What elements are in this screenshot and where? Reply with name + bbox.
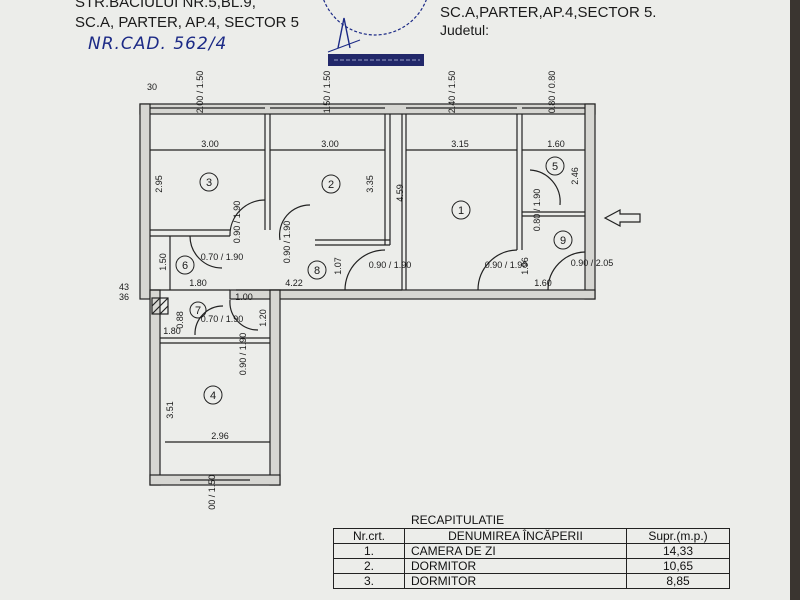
- col-name-header: DENUMIREA ÎNCĂPERII: [404, 528, 627, 544]
- dim-room5-height: 2.46: [570, 167, 580, 185]
- door-room2: 0.90 / 1.90: [282, 221, 292, 264]
- dim-room5-width: 1.60: [547, 139, 565, 149]
- recap-header-row: Nr.crt. DENUMIREA ÎNCĂPERII Supr.(m.p.): [333, 528, 730, 544]
- table-row: 3. DORMITOR 8,85: [333, 573, 730, 589]
- door-room6: 0.70 / 1.90: [201, 252, 244, 262]
- dim-room1-height: 4.59: [395, 184, 405, 202]
- room-label-9: 9: [560, 235, 566, 247]
- col-area-header: Supr.(m.p.): [626, 528, 730, 544]
- dim-room7-width: 1.80: [163, 326, 181, 336]
- room-label-6: 6: [182, 260, 188, 272]
- dim-room1-width: 3.15: [451, 139, 469, 149]
- dim-hall-segment: 1.00: [235, 292, 253, 302]
- door-room7: 0.70 / 1.90: [201, 314, 244, 324]
- door-room1: 0.90 / 1.90: [369, 260, 412, 270]
- dim-room4-height: 3.51: [165, 401, 175, 419]
- dim-room6-height: 1.50: [158, 253, 168, 271]
- door-room4: 0.90 / 1.90: [238, 333, 248, 376]
- dim-stair-bottom: 36: [119, 292, 129, 302]
- dim-room3-height: 2.95: [154, 175, 164, 193]
- room-label-3: 3: [206, 177, 212, 189]
- desk-edge: [790, 0, 800, 600]
- county-label: Judetul:: [440, 22, 490, 38]
- dim-hall-height: 1.07: [333, 257, 343, 275]
- address-line-2: SC.A, PARTER, AP.4, SECTOR 5: [75, 14, 299, 31]
- room-label-4: 4: [210, 390, 216, 402]
- dim-room3-width: 3.00: [201, 139, 219, 149]
- window-room3: 2.00 / 1.50: [195, 71, 205, 114]
- door-entrance: 0.90 / 2.05: [571, 258, 614, 268]
- dim-room4-width: 2.96: [211, 431, 229, 441]
- room-label-1: 1: [458, 205, 464, 217]
- window-room4: 2.00 / 1.50: [207, 475, 217, 510]
- cadastral-number: NR.CAD. 562/4: [88, 34, 228, 54]
- dim-hall-width: 4.22: [285, 278, 303, 288]
- dim-corner: 30: [147, 82, 157, 92]
- room-label-8: 8: [314, 265, 320, 277]
- dim-room7-height: 0.88: [175, 311, 185, 329]
- room-label-2: 2: [328, 179, 334, 191]
- room-label-7: 7: [195, 305, 201, 317]
- stamp-icon: [323, 0, 427, 66]
- dim-stair-top: 43: [119, 282, 129, 292]
- table-row: 2. DORMITOR 10,65: [333, 558, 730, 574]
- dim-room6-width: 1.80: [189, 278, 207, 288]
- address-line-1: STR.BACIULUI NR.5,BL.9,: [75, 0, 256, 11]
- table-row: 1. CAMERA DE ZI 14,33: [333, 543, 730, 559]
- dim-hall-small: 1.20: [258, 309, 268, 327]
- door-kitchen: 0.90 / 1.90: [485, 260, 528, 270]
- window-room5: 0.80 / 0.80: [547, 71, 557, 114]
- dim-room9-width: 1.60: [534, 278, 552, 288]
- room-label-5: 5: [552, 161, 558, 173]
- dim-room2-height: 3.35: [365, 175, 375, 193]
- dim-room2-width: 3.00: [321, 139, 339, 149]
- door-room5: 0.80 / 1.90: [532, 189, 542, 232]
- window-room2: 1.50 / 1.50: [322, 71, 332, 114]
- window-room1: 2.40 / 1.50: [447, 71, 457, 114]
- floor-plan: 3 2 1 4 5 6 7 8 9 3.00 3.00 3.15 1.60 4.…: [119, 71, 641, 510]
- address-line-right: SC.A,PARTER,AP.4,SECTOR 5.: [440, 4, 657, 21]
- recap-table: Nr.crt. DENUMIREA ÎNCĂPERII Supr.(m.p.) …: [333, 528, 730, 589]
- recap-title: RECAPITULATIE: [411, 513, 505, 527]
- door-room3: 0.90 / 1.90: [232, 201, 242, 244]
- col-nr-header: Nr.crt.: [333, 528, 405, 544]
- dim-room9-height: 1.96: [520, 257, 530, 275]
